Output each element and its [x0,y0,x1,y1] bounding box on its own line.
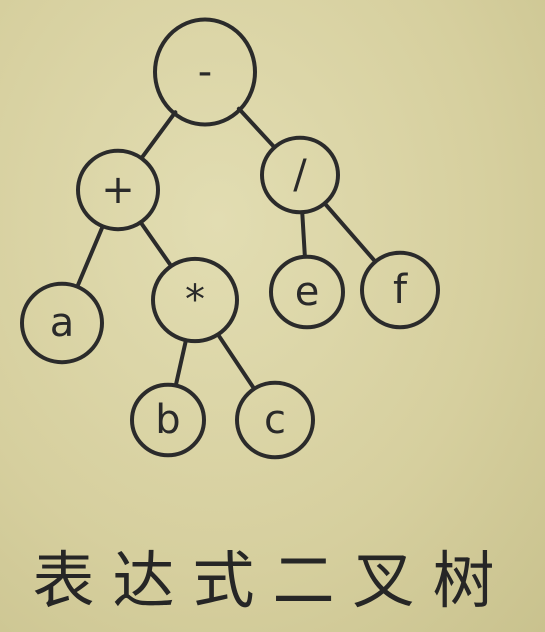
node-circle-f [360,250,440,330]
node-circle-plus [76,148,160,232]
node-label-a: a [50,300,75,346]
node-label-mul: * [185,277,205,323]
caption-text: 表达式二叉树 [32,544,513,617]
node-label-minus: - [198,49,212,95]
tree-node-b: b [130,382,206,458]
node-label-f: f [393,267,408,313]
node-label-b: b [155,397,180,443]
tree-node-f: f [360,250,440,330]
tree-node-div: / [260,135,340,215]
node-circle-e [269,254,345,330]
node-label-div: / [293,152,307,198]
tree-node-minus: - [153,17,257,127]
edge-mul-c [216,332,256,391]
edge-div-e [300,210,307,259]
tree-node-mul: * [151,256,239,344]
edge-plus-mul [138,220,173,268]
edge-minus-plus [139,110,178,160]
tree-node-a: a [20,281,104,365]
node-circle-minus [153,17,257,127]
node-label-e: e [295,269,320,315]
tree-node-c: c [235,380,315,460]
node-circle-c [235,380,315,460]
edge-plus-a [75,224,105,289]
tree-node-plus: + [76,148,160,232]
node-label-c: c [264,397,286,443]
tree-node-e: e [269,254,345,330]
node-circle-mul [151,256,239,344]
node-circle-div [260,135,340,215]
edge-div-f [322,201,378,264]
node-circle-b [130,382,206,458]
edge-mul-b [173,338,188,387]
edge-minus-div [236,106,277,150]
node-label-plus: + [101,167,135,213]
node-circle-a [20,281,104,365]
